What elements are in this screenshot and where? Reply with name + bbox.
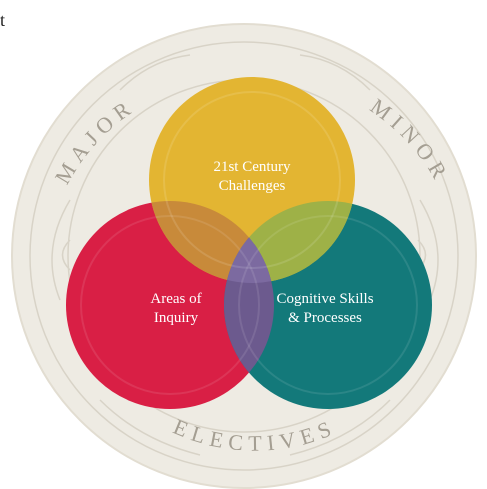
overlap-top-right [224,201,355,283]
stray-text: t [0,10,6,30]
label-top-line1: 21st Century [213,159,291,175]
circle-right-highlight [238,215,418,395]
circle-top-highlight [163,91,341,269]
label-right-line2: & Processes [288,310,362,326]
circle-left-highlight [80,215,260,395]
label-right-line1: Cognitive Skills [276,291,373,307]
label-top-line2: Challenges [219,178,286,194]
label-left-line1: Areas of [150,291,201,307]
overlap-top-left [149,201,274,283]
label-left-line2: Inquiry [154,310,199,326]
